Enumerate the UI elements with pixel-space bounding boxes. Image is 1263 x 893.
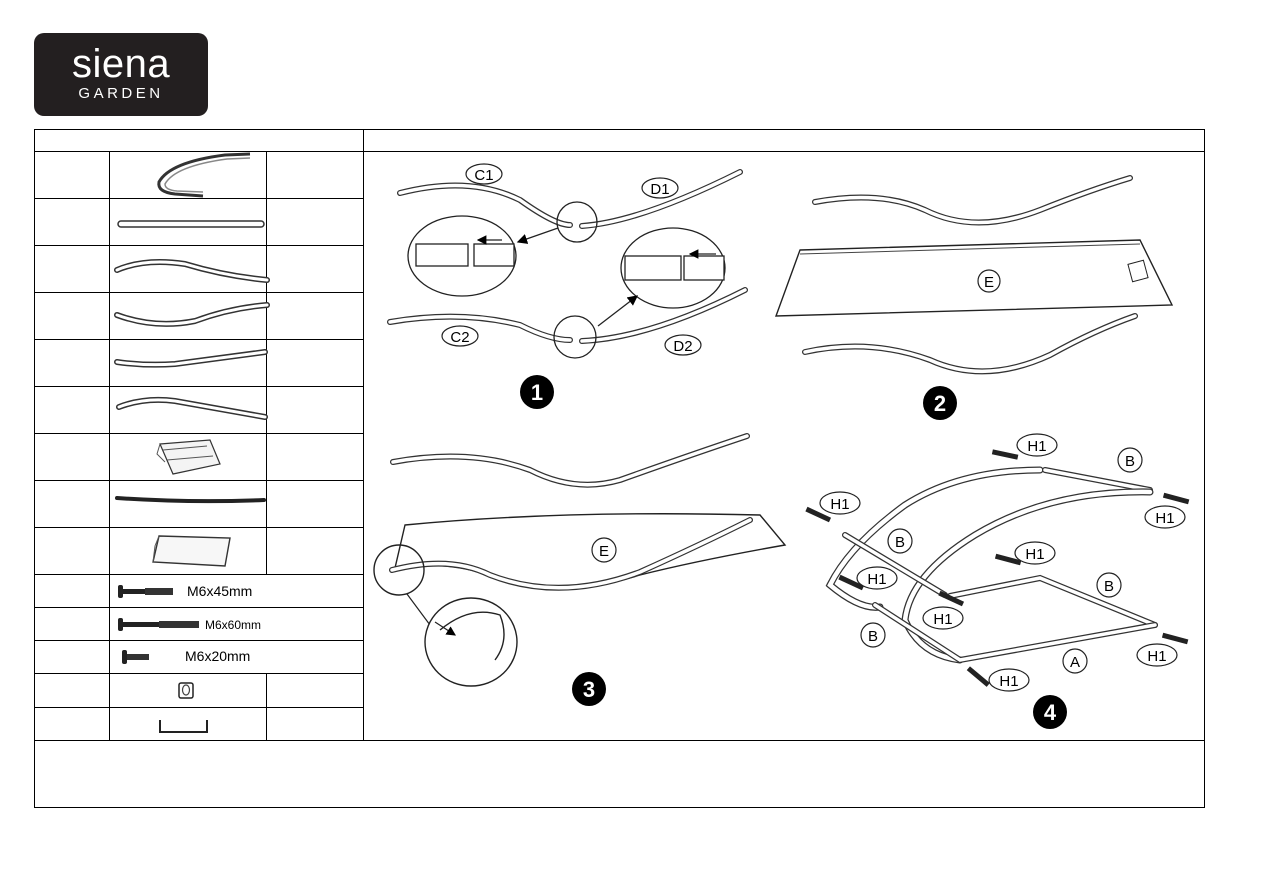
- bolt-60-spec: M6x60mm: [205, 618, 262, 632]
- part-row-long-bar: [35, 481, 363, 528]
- part-row-curved-tube-d1: [35, 340, 363, 387]
- part-row-allen-key: [35, 708, 363, 741]
- step-4-label-h1: H1: [830, 496, 849, 513]
- step-4-number: 4: [1044, 700, 1057, 725]
- assembly-table: [34, 129, 1205, 808]
- u-bracket-icon: [157, 152, 251, 198]
- step-4-label-b: B: [1104, 578, 1114, 595]
- curved-tube-icon: [114, 349, 268, 368]
- step-4-label-b: B: [895, 534, 905, 551]
- part-row-curved-tube-c1: [35, 246, 363, 293]
- siena-garden-logo: siena GARDEN: [34, 33, 208, 116]
- column-divider: [363, 129, 364, 741]
- label-d2: D2: [673, 338, 692, 355]
- step-4-label-h1: H1: [933, 611, 952, 628]
- label-c1: C1: [474, 167, 493, 184]
- bolt-20-spec: M6x20mm: [185, 648, 251, 664]
- part-row-curved-tube-d2: [35, 387, 363, 434]
- label-c2: C2: [450, 329, 469, 346]
- step-4-label-b: B: [868, 628, 878, 645]
- straight-bar-icon: [117, 220, 265, 228]
- step-3-diagram: E 3: [373, 433, 787, 706]
- step-4-label-h1: H1: [1147, 648, 1166, 665]
- curved-tube-icon: [114, 259, 270, 283]
- step-4-label-h1: H1: [1027, 438, 1046, 455]
- part-row-fabric-cover: [35, 434, 363, 481]
- curved-tube-icon: [116, 396, 268, 420]
- step-2-label-e: E: [984, 274, 994, 291]
- step-4-label-b: B: [1125, 453, 1135, 470]
- part-row-nut: [35, 674, 363, 708]
- cushion-icon: [152, 535, 231, 567]
- step-1-number: 1: [531, 380, 543, 405]
- nut-icon: [178, 682, 194, 699]
- curved-tube-icon: [114, 302, 270, 327]
- header-divider: [34, 151, 1205, 152]
- logo-brand: siena: [71, 42, 171, 86]
- part-row-bolt-60: M6x60mm: [35, 608, 363, 641]
- step-4-label-h1: H1: [1155, 510, 1174, 527]
- part-row-bolt-20: M6x20mm: [35, 641, 363, 674]
- bolt-icon: [122, 650, 149, 664]
- step-4-label-h1: H1: [1025, 546, 1044, 563]
- step-4-label-h1: H1: [867, 571, 886, 588]
- step-3-label-e: E: [599, 543, 609, 560]
- logo-sub: GARDEN: [78, 85, 164, 102]
- part-row-bolt-45: M6x45mm: [35, 575, 363, 608]
- part-row-cushion: [35, 528, 363, 575]
- bolt-icon: [118, 585, 173, 598]
- part-row-curved-tube-c2: [35, 293, 363, 340]
- step-4-diagram: H1 H1 H1 H1 H1 H1 H1 H1 B B B B A: [805, 433, 1190, 729]
- step-4-label-h1: H1: [999, 673, 1018, 690]
- label-d1: D1: [650, 181, 669, 198]
- footer-divider: [34, 740, 1205, 741]
- step-3-number: 3: [583, 677, 595, 702]
- step-2-diagram: E 2: [774, 175, 1174, 420]
- part-row-u-frame: [35, 152, 363, 199]
- part-row-straight-bar: [35, 199, 363, 246]
- bolt-45-spec: M6x45mm: [187, 583, 253, 599]
- long-bar-icon: [115, 496, 266, 504]
- fabric-icon: [156, 439, 221, 475]
- bolt-icon: [118, 618, 199, 631]
- step-1-diagram: C1 D1 C2 D2 1: [387, 163, 748, 409]
- allen-key-icon: [159, 720, 208, 733]
- step-4-label-a: A: [1070, 654, 1080, 671]
- step-2-number: 2: [934, 391, 946, 416]
